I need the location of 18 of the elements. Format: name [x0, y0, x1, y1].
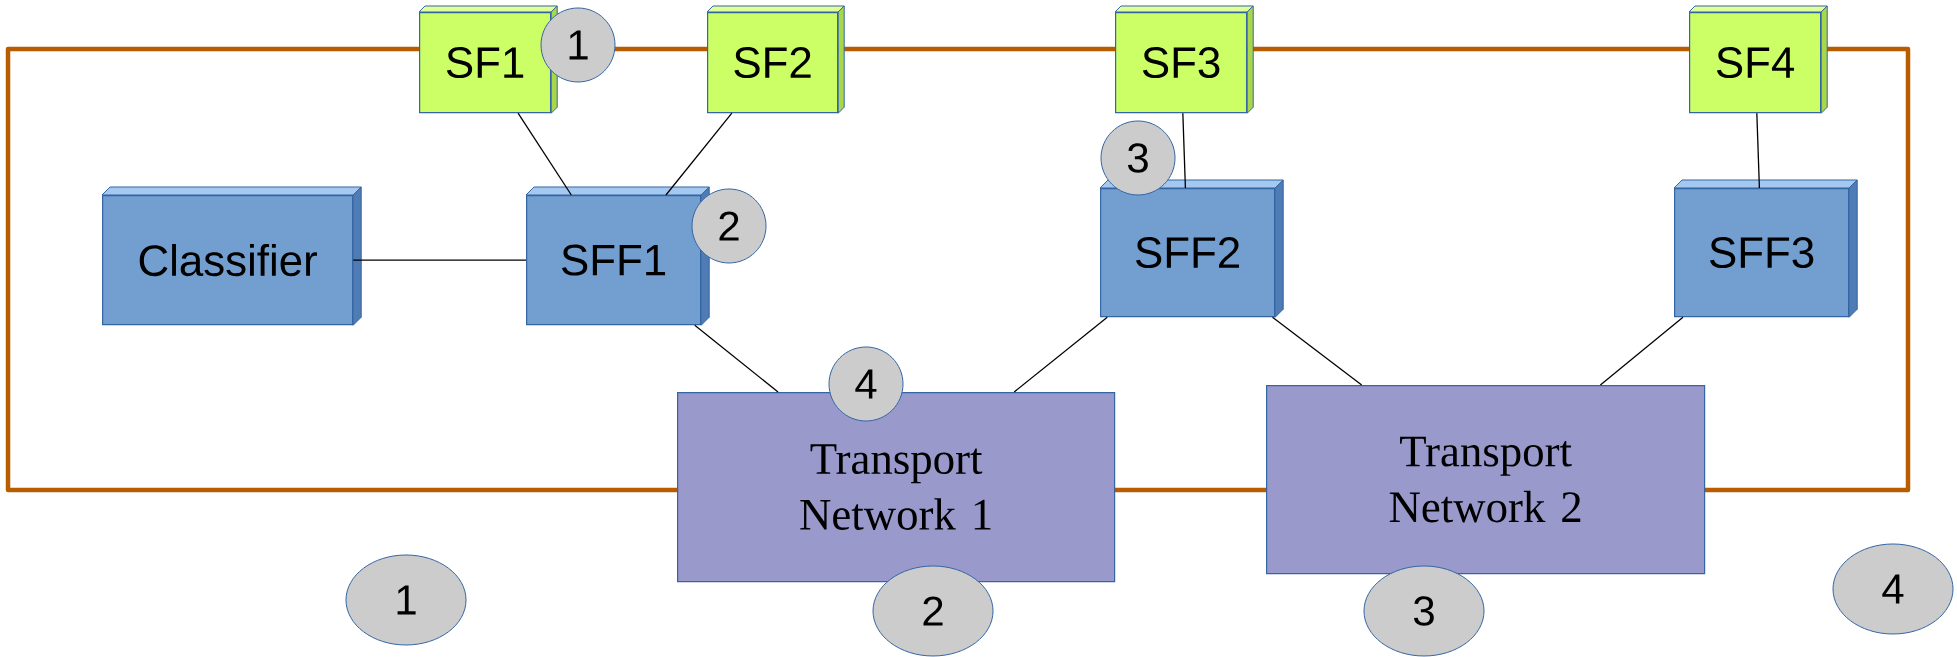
connector-line — [352, 259, 527, 261]
function-box: SF4 — [1688, 5, 1828, 114]
function-box: SF1 — [418, 5, 558, 114]
connector-line — [1756, 112, 1761, 189]
connector-line — [1271, 316, 1363, 386]
forwarder-box: SFF2 — [1099, 179, 1284, 318]
function-box: SF2 — [706, 5, 845, 114]
function-box: SF3 — [1114, 5, 1254, 114]
connector-line — [665, 112, 733, 196]
network-box: Transport Network 2 — [1266, 385, 1706, 575]
connector-line — [517, 112, 572, 196]
connector-line — [1013, 316, 1108, 393]
connector-line — [1599, 316, 1684, 386]
connector-line — [1182, 112, 1187, 189]
forwarder-box: SFF1 — [525, 186, 710, 326]
forwarder-box: SFF3 — [1673, 179, 1858, 318]
connector-line — [694, 324, 779, 393]
forwarder-box: Classifier — [101, 186, 362, 326]
